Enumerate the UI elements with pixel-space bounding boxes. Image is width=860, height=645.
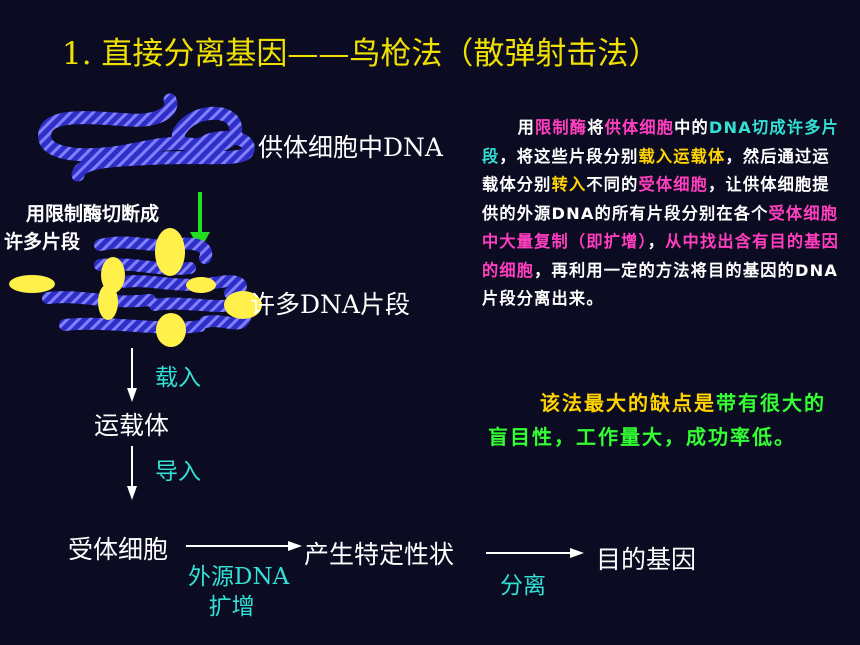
arrow-load	[127, 348, 137, 402]
paragraph-segment: 转入	[551, 175, 587, 194]
paragraph-segment: 大量复制（即扩增）	[499, 232, 648, 251]
enzyme-blob	[9, 275, 55, 293]
paragraph-segment: 将	[587, 118, 605, 137]
separate-label: 分离	[500, 573, 546, 599]
cut-label-line1: 用限制酶切断成	[26, 203, 160, 225]
paragraph-segment: 限制酶	[535, 118, 588, 137]
paragraph-segment: 供体细胞	[604, 118, 675, 137]
enzyme-blob	[156, 313, 186, 347]
paragraph-segment: 受体细胞	[638, 175, 709, 194]
donor-dna-text: 供体细胞中DNA	[258, 133, 443, 162]
paragraph-segment: 不同的	[586, 175, 639, 194]
paragraph-segment: ，然后通过运载体分别	[482, 146, 830, 195]
trait-label: 产生特定性状	[304, 540, 455, 569]
paragraph-segment: 切成许多片段	[482, 118, 839, 166]
enzyme-blob	[98, 284, 118, 320]
summary-segment: 带有很大的盲目性，工作量大，成功率低。	[488, 391, 826, 449]
enzyme-blob	[155, 228, 185, 276]
paragraph-segment: 中的	[674, 118, 709, 137]
paragraph-segment: 用	[517, 118, 536, 137]
arrow-express	[186, 541, 302, 551]
exogenous-line2: 扩增	[208, 594, 255, 620]
page-title: 1. 直接分离基因——鸟枪法（散弹射击法）	[62, 36, 660, 72]
recipient-label: 受体细胞	[68, 535, 169, 564]
donor-dna-strand	[38, 93, 255, 182]
paragraph-segment: ，再利用一定的方法将目的基因的DNA片段分离出来。	[482, 260, 839, 309]
enzyme-blob	[224, 291, 262, 319]
method-description: 用限制酶将供体细胞中的DNA切成许多片段，将这些片段分别载入运载体，然后通过运载…	[482, 114, 844, 314]
exogenous-label: 外源DNA 扩增	[188, 562, 289, 622]
paragraph-segment: 载入运载体	[638, 146, 726, 166]
fragments-label: 许多DNA片段	[250, 290, 410, 319]
vector-label: 运载体	[94, 411, 170, 440]
load-in-label: 载入	[155, 365, 201, 391]
paragraph-segment: 受体细胞中	[482, 203, 839, 252]
restriction-enzymes	[9, 228, 262, 347]
exogenous-line1: 外源DNA	[188, 564, 290, 590]
cut-label: 用限制酶切断成 许多片段	[4, 200, 204, 256]
arrow-import	[127, 446, 137, 500]
import-label: 导入	[155, 459, 201, 485]
donor-dna-label: 供体细胞中DNA	[258, 128, 443, 164]
cut-label-line2: 许多片段	[4, 231, 81, 253]
enzyme-blob	[186, 277, 216, 293]
paragraph-segment: DNA	[708, 118, 753, 137]
dna-fragments	[42, 236, 251, 334]
paragraph-segment: 从中找出含有目的基因的细胞	[482, 232, 840, 280]
summary-segment: 该法最大的缺点是	[540, 391, 716, 415]
paragraph-segment: ，让供体细胞提供的外源DNA的所有片段分别在各个	[482, 175, 830, 223]
enzyme-blob	[101, 257, 125, 293]
target-gene-label: 目的基因	[596, 545, 697, 574]
arrow-separate	[486, 548, 584, 558]
drawback-summary: 该法最大的缺点是带有很大的盲目性，工作量大，成功率低。	[488, 386, 838, 454]
paragraph-segment: ，将这些片段分别	[499, 146, 639, 166]
paragraph-segment: ，	[647, 232, 666, 251]
